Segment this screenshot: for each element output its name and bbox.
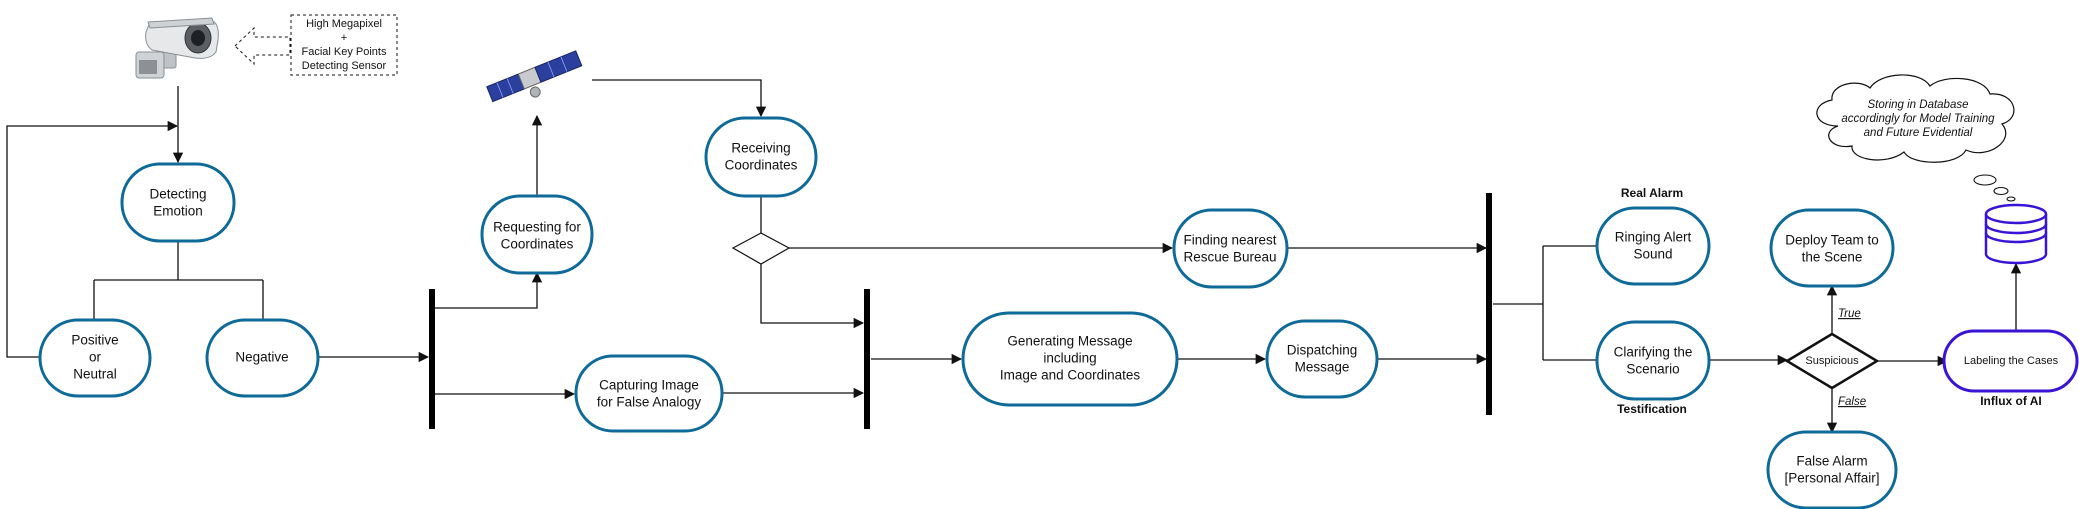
sensor-note: High Megapixel + Facial Key Points Detec… bbox=[234, 14, 398, 76]
node-capturing-image: Capturing Image for False Analogy bbox=[574, 354, 724, 433]
cctv-camera-icon bbox=[135, 17, 219, 79]
node-label: [Personal Affair] bbox=[1784, 471, 1879, 486]
dashed-arrow-left-icon bbox=[234, 26, 291, 66]
edge-bar1-to-request bbox=[434, 271, 543, 309]
false-branch-label: False bbox=[1838, 396, 1866, 408]
sensor-note-line1: High Megapixel bbox=[306, 18, 382, 30]
cloud-note-line: and Future Evidential bbox=[1864, 127, 1973, 139]
sensor-note-line2: + bbox=[341, 32, 347, 44]
node-label: Negative bbox=[235, 350, 288, 365]
node-label: Coordinates bbox=[725, 158, 798, 173]
node-label: Deploy Team to bbox=[1785, 233, 1879, 248]
node-label: Neutral bbox=[73, 367, 117, 382]
node-positive-neutral: Positive or Neutral bbox=[38, 318, 152, 398]
node-label: Dispatching bbox=[1287, 343, 1358, 358]
node-label: Suspicious bbox=[1805, 355, 1859, 367]
node-requesting-coordinates: Requesting for Coordinates bbox=[480, 194, 594, 275]
node-label: Detecting bbox=[149, 187, 206, 202]
node-label: Message bbox=[1295, 360, 1350, 375]
node-label: Receiving bbox=[731, 141, 790, 156]
node-label: for False Analogy bbox=[597, 395, 702, 410]
node-label: including bbox=[1043, 351, 1096, 366]
sync-bar-2 bbox=[864, 289, 870, 429]
sensor-note-box bbox=[290, 14, 398, 76]
cloud-note-line: accordingly for Model Training bbox=[1841, 113, 1995, 125]
node-negative: Negative bbox=[205, 318, 320, 398]
node-label: or bbox=[89, 350, 102, 365]
cloud-shape bbox=[1816, 74, 2015, 163]
edge-positive-loop bbox=[6, 120, 179, 358]
satellite-icon bbox=[486, 50, 583, 103]
node-label: Capturing Image bbox=[599, 378, 699, 393]
edges bbox=[6, 79, 2022, 434]
influx-ai-caption: Influx of AI bbox=[1980, 394, 2042, 408]
node-label: Sound bbox=[1633, 247, 1672, 262]
node-dispatching-message: Dispatching Message bbox=[1265, 319, 1379, 399]
sensor-note-line4: Detecting Sensor bbox=[302, 60, 387, 72]
node-label: False Alarm bbox=[1796, 454, 1867, 469]
node-suspicious: Suspicious bbox=[1784, 332, 1880, 390]
node-generating-message: Generating Message including Image and C… bbox=[961, 311, 1179, 407]
testification-caption: Testification bbox=[1617, 402, 1687, 416]
edge-decision-to-bar2 bbox=[760, 264, 865, 329]
node-label: Positive bbox=[71, 333, 118, 348]
node-label: Image and Coordinates bbox=[1000, 368, 1141, 383]
node-detecting-emotion: Detecting Emotion bbox=[120, 162, 236, 243]
node-label: Finding nearest bbox=[1183, 233, 1276, 248]
node-false-alarm: False Alarm [Personal Affair] bbox=[1766, 430, 1898, 509]
edge-satellite-to-receive bbox=[592, 79, 767, 118]
edge-bar3-split bbox=[1493, 245, 1597, 361]
sync-bar-3 bbox=[1486, 193, 1492, 415]
node-label: Ringing Alert bbox=[1615, 230, 1692, 245]
true-branch-label: True bbox=[1838, 308, 1861, 320]
cloud-note-line: Storing in Database bbox=[1867, 99, 1968, 111]
node-label: Clarifying the bbox=[1614, 345, 1693, 360]
node-clarifying-scenario: Clarifying the Scenario bbox=[1595, 320, 1711, 401]
node-label: Coordinates bbox=[501, 237, 574, 252]
thought-cloud: Storing in Database accordingly for Mode… bbox=[1816, 74, 2016, 202]
node-label: Scenario bbox=[1626, 362, 1679, 377]
node-label: Rescue Bureau bbox=[1183, 250, 1276, 265]
node-label: the Scene bbox=[1802, 250, 1863, 265]
node-label: Emotion bbox=[153, 204, 203, 219]
real-alarm-caption: Real Alarm bbox=[1621, 186, 1683, 200]
sync-bar-1 bbox=[429, 289, 435, 429]
node-labeling-cases: Labeling the Cases bbox=[1942, 329, 2079, 393]
sensor-note-line3: Facial Key Points bbox=[302, 46, 387, 58]
node-ringing-alert: Ringing Alert Sound bbox=[1595, 206, 1711, 286]
node-receiving-coordinates: Receiving Coordinates bbox=[704, 116, 818, 198]
node-deploy-team: Deploy Team to the Scene bbox=[1769, 208, 1895, 288]
coordinates-decision-diamond bbox=[731, 232, 791, 265]
node-label: Requesting for bbox=[493, 220, 581, 235]
database-icon bbox=[1984, 203, 2048, 265]
edge-emotion-split bbox=[93, 241, 264, 320]
node-label: Labeling the Cases bbox=[1964, 355, 2059, 367]
node-finding-rescue: Finding nearest Rescue Bureau bbox=[1172, 208, 1289, 289]
node-label: Generating Message bbox=[1007, 334, 1132, 349]
